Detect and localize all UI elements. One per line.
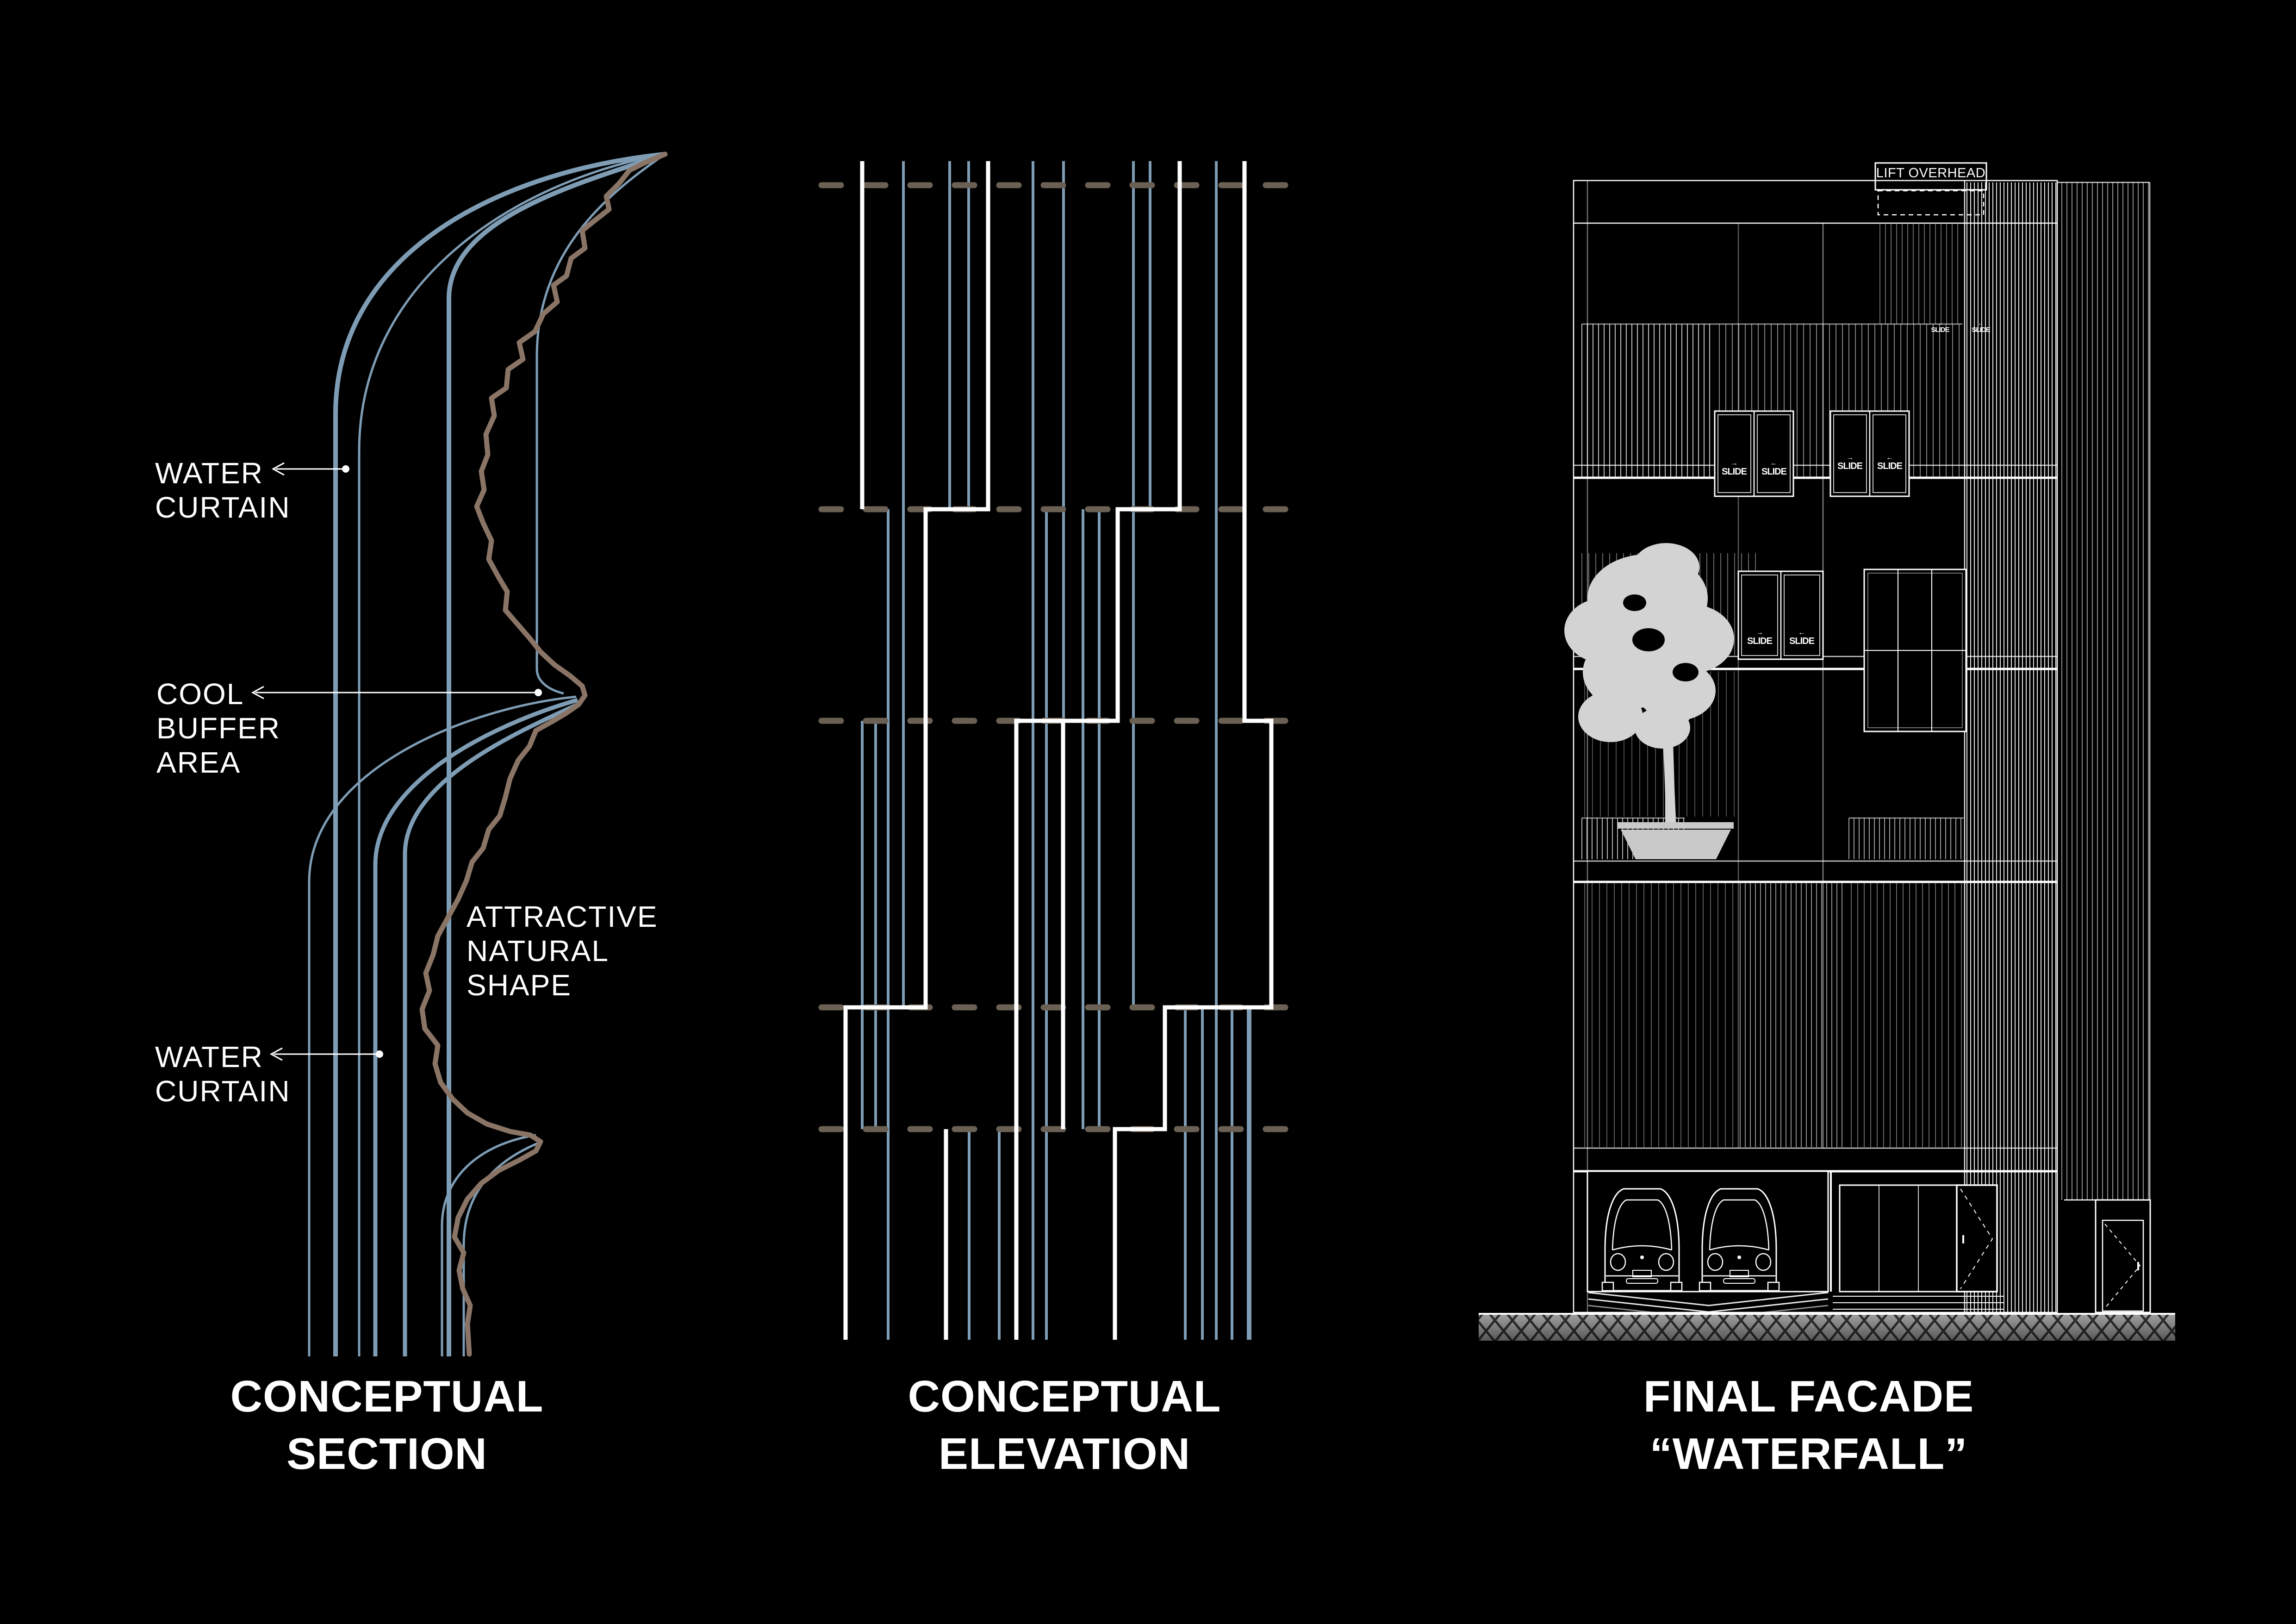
- slide-text: SLIDE: [1837, 461, 1863, 471]
- slide-label: → SLIDE: [1722, 459, 1747, 476]
- label-line: WATER: [155, 456, 263, 490]
- slide-text: SLIDE: [1722, 467, 1747, 477]
- caption-conceptual-section: CONCEPTUAL SECTION: [118, 1368, 655, 1483]
- label-line: AREA: [156, 746, 241, 779]
- slide-label: ← SLIDE: [1789, 629, 1815, 646]
- tree-pot: [1617, 822, 1734, 859]
- callout-arrow-water-curtain-bottom: [269, 1047, 383, 1061]
- car-right: [1699, 1188, 1780, 1292]
- label-line: WATER: [155, 1040, 263, 1074]
- slide-label-small: ← SLIDE: [1972, 320, 1990, 334]
- label-water-curtain-bottom: WATER CURTAIN: [155, 1040, 291, 1108]
- caption-line: ELEVATION: [938, 1429, 1191, 1479]
- slide-direction-icon: →: [1756, 629, 1763, 637]
- label-water-curtain-top: WATER CURTAIN: [155, 456, 291, 525]
- slide-direction-icon: ←: [1886, 454, 1893, 462]
- caption-line: “WATERFALL”: [1649, 1429, 1968, 1479]
- slide-label: → SLIDE: [1747, 629, 1773, 646]
- slide-text: SLIDE: [1789, 636, 1815, 646]
- facade-windows: [1714, 410, 1967, 732]
- elevation-diagram: [818, 161, 1311, 1340]
- caption-conceptual-elevation: CONCEPTUAL ELEVATION: [796, 1368, 1333, 1483]
- slide-direction-icon: ←: [1978, 320, 1984, 326]
- callout-arrows: [251, 462, 542, 1061]
- label-attractive-natural-shape: ATTRACTIVE NATURAL SHAPE: [467, 899, 658, 1002]
- slide-label: ← SLIDE: [1761, 459, 1787, 477]
- lift-overhead-label: LIFT OVERHEAD: [1876, 166, 1986, 181]
- slide-text: SLIDE: [1931, 326, 1949, 334]
- callout-arrow-cool-buffer: [251, 686, 542, 700]
- annex-door: [2064, 1199, 2151, 1313]
- caption-line: FINAL FACADE: [1643, 1372, 1974, 1421]
- label-line: BUFFER: [156, 712, 280, 745]
- section-diagram: [251, 151, 668, 1357]
- label-line: ATTRACTIVE: [467, 900, 658, 933]
- caption-final-facade: FINAL FACADE “WATERFALL”: [1540, 1368, 2077, 1483]
- cars: [1601, 1188, 1780, 1292]
- slide-direction-icon: →: [1937, 320, 1943, 326]
- slide-text: SLIDE: [1747, 636, 1773, 646]
- car-left: [1601, 1188, 1683, 1292]
- caption-line: CONCEPTUAL: [230, 1372, 544, 1421]
- label-line: COOL: [156, 677, 244, 711]
- label-line: SHAPE: [467, 968, 572, 1002]
- slide-direction-icon: →: [1730, 459, 1738, 467]
- facade-drawing: [1479, 162, 2175, 1341]
- caption-line: SECTION: [286, 1429, 487, 1479]
- slide-text: SLIDE: [1761, 467, 1787, 477]
- facade-structure: [1479, 180, 2175, 1315]
- slide-direction-icon: ←: [1798, 629, 1805, 637]
- slide-direction-icon: ←: [1770, 459, 1778, 467]
- lift-overhead-box: [1874, 162, 1987, 216]
- caption-line: CONCEPTUAL: [908, 1372, 1221, 1421]
- callout-arrow-water-curtain-top: [271, 462, 349, 476]
- slide-label: ← SLIDE: [1877, 454, 1903, 471]
- water-curtain-curves: [308, 152, 666, 1356]
- slide-text: SLIDE: [1972, 326, 1990, 334]
- slide-label-small: → SLIDE: [1931, 320, 1949, 334]
- tree: [1564, 543, 1734, 859]
- label-line: CURTAIN: [155, 491, 291, 524]
- slide-label: → SLIDE: [1837, 454, 1863, 471]
- label-line: NATURAL: [467, 934, 609, 968]
- slide-text: SLIDE: [1877, 461, 1903, 471]
- label-line: CURTAIN: [155, 1074, 291, 1108]
- label-cool-buffer-area: COOL BUFFER AREA: [156, 677, 280, 780]
- slide-direction-icon: →: [1846, 454, 1854, 462]
- ground-hatch-band: [1479, 1315, 2175, 1341]
- rock-profile-line: [419, 151, 668, 1357]
